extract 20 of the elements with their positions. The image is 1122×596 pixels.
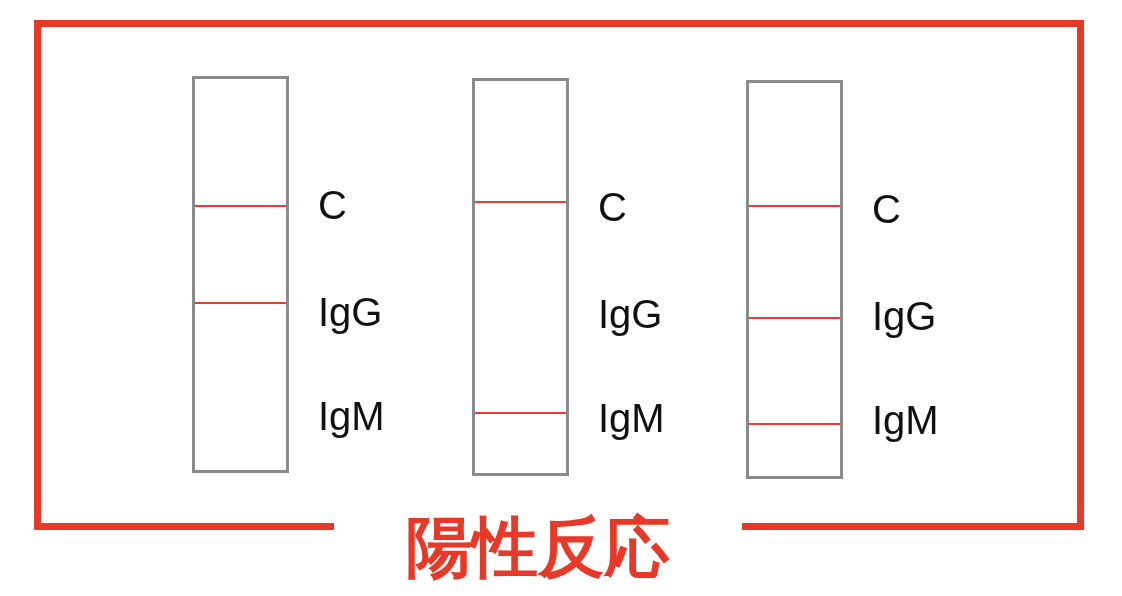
- frame-title: 陽性反応: [406, 511, 670, 585]
- line-label: IgM: [598, 398, 665, 438]
- line-label: C: [872, 189, 901, 229]
- test-line: [749, 423, 840, 425]
- test-line: [749, 317, 840, 319]
- test-strip: [746, 80, 843, 479]
- line-label: IgG: [598, 294, 663, 334]
- test-strip: [192, 76, 289, 473]
- test-line: [195, 205, 286, 207]
- line-label: C: [598, 187, 627, 227]
- test-strip: [472, 78, 569, 476]
- line-label: IgM: [872, 400, 939, 440]
- test-line: [195, 302, 286, 304]
- line-label: IgG: [318, 292, 383, 332]
- test-line: [475, 412, 566, 414]
- line-label: C: [318, 185, 347, 225]
- test-line: [749, 205, 840, 207]
- test-line: [475, 201, 566, 203]
- line-label: IgM: [318, 396, 385, 436]
- line-label: IgG: [872, 296, 937, 336]
